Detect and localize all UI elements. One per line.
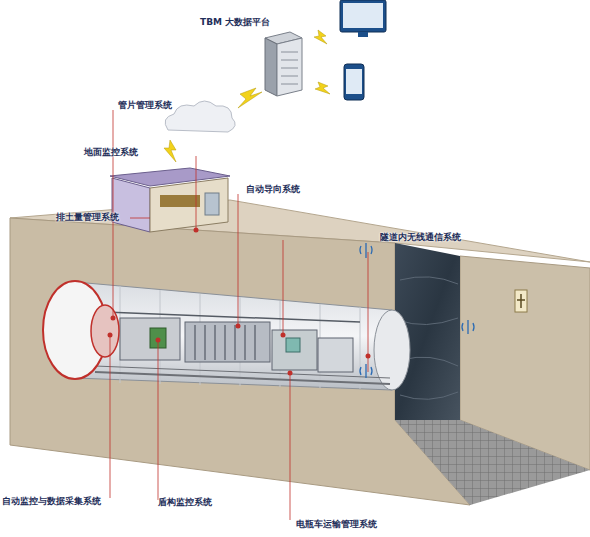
trailer xyxy=(185,322,270,362)
wireless-icon xyxy=(360,243,474,378)
earth-front xyxy=(10,218,470,505)
system-label: 隧道内无线通信系统 xyxy=(380,232,461,243)
tunnel-body xyxy=(75,282,392,390)
lightning xyxy=(164,30,330,162)
cloud xyxy=(165,101,235,132)
shaft-floor xyxy=(395,420,590,505)
phone xyxy=(344,64,364,100)
leader-dot xyxy=(108,228,371,376)
system-label: 管片管理系统 xyxy=(118,100,172,111)
car xyxy=(318,338,353,372)
shaft-sign xyxy=(515,290,527,312)
server xyxy=(277,38,302,96)
system-label: TBM 大数据平台 xyxy=(200,17,270,28)
monitor xyxy=(340,0,386,32)
system-label: 盾构监控系统 xyxy=(158,497,212,508)
system-label: 排土量管理系统 xyxy=(56,212,119,223)
locomotive xyxy=(272,330,317,370)
system-label: 电瓶车运输管理系统 xyxy=(296,519,377,530)
leader-line xyxy=(110,110,368,520)
system-label: 地面监控系统 xyxy=(84,147,138,158)
system-label: 自动监控与数据采集系统 xyxy=(2,496,101,507)
system-label: 自动导向系统 xyxy=(246,184,300,195)
gantry xyxy=(120,318,180,360)
